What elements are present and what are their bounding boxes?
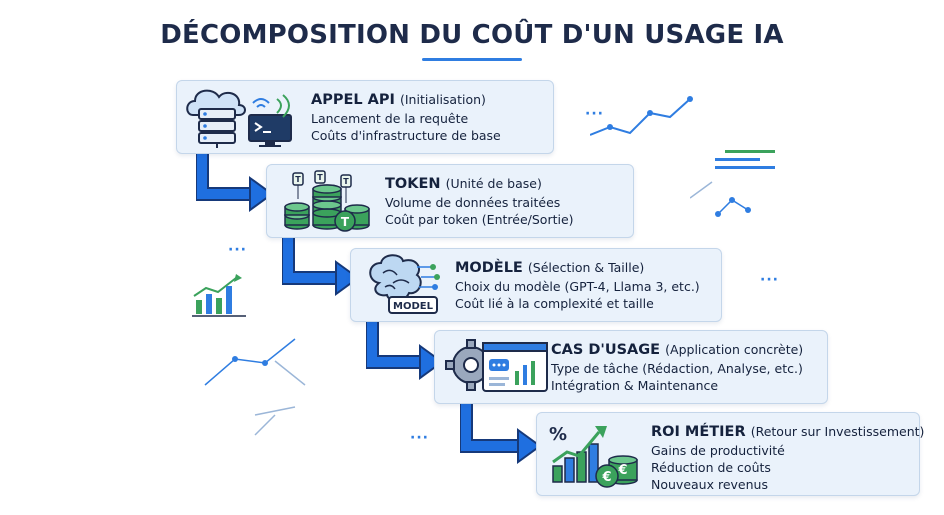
svg-text:€: €: [617, 463, 627, 478]
brain-model-icon: MODEL: [369, 254, 440, 314]
bars-decoration: [715, 150, 775, 169]
svg-text:T: T: [341, 215, 350, 229]
page-title: DÉCOMPOSITION DU COÛT D'UN USAGE IA: [160, 20, 784, 50]
percent-label: %: [549, 424, 567, 445]
gear-dashboard-icon: [445, 339, 548, 392]
flow-arrow-4: [460, 400, 542, 464]
step-title: TOKEN (Unité de base): [385, 176, 542, 192]
step-token: T T T T TOKEN (Unité de base) Volume de do…: [266, 164, 634, 238]
step-model: MODEL MODÈLE (Sélection & Taille) Choix …: [350, 248, 722, 322]
step-api-call: APPEL API (Initialisation) Lancement de …: [176, 80, 554, 154]
step-detail: Coût par token (Entrée/Sortie): [385, 212, 574, 227]
roi-growth-chart-icon: % € €: [549, 424, 638, 488]
step-detail: Intégration & Maintenance: [551, 378, 719, 393]
step-detail: Volume de données traitées: [385, 195, 561, 210]
dots-decoration-4: ···: [410, 430, 429, 446]
step-detail: Réduction de coûts: [651, 460, 771, 475]
svg-text:T: T: [295, 175, 301, 184]
title-underline: [422, 58, 522, 61]
step-title: MODÈLE (Sélection & Taille): [455, 260, 645, 276]
network-decoration-left: [204, 338, 306, 436]
step-detail: Coût lié à la complexité et taille: [455, 296, 654, 311]
dots-decoration: ···: [585, 106, 604, 122]
step-roi: % € € ROI MÉTIER (Retour sur Investissem…: [536, 412, 925, 496]
svg-text:€: €: [601, 470, 611, 485]
dots-decoration-3: ···: [760, 272, 779, 288]
flow-arrow-1: [196, 148, 274, 212]
step-use-case: CAS D'USAGE (Application concrète) Type …: [434, 330, 828, 404]
line-chart-decoration-right: [590, 96, 693, 136]
svg-text:T: T: [343, 177, 349, 186]
step-detail: Type de tâche (Rédaction, Analyse, etc.): [551, 361, 803, 376]
step-title: ROI MÉTIER (Retour sur Investissement): [651, 424, 925, 440]
svg-text:T: T: [317, 173, 323, 182]
step-title: CAS D'USAGE (Application concrète): [551, 342, 804, 358]
flow-arrow-3: [366, 316, 444, 380]
step-title: APPEL API (Initialisation): [311, 92, 486, 108]
step-detail: Gains de productivité: [651, 443, 785, 458]
flow-arrow-2: [282, 232, 360, 296]
model-label: MODEL: [393, 301, 434, 312]
dots-decoration-2: ···: [228, 242, 247, 258]
cloud-server-terminal-icon: [186, 89, 292, 148]
step-detail: Choix du modèle (GPT-4, Llama 3, etc.): [455, 279, 700, 294]
network-decoration-right: [690, 181, 751, 217]
growth-chart-decoration-left: [192, 274, 246, 317]
step-detail: Nouveaux revenus: [651, 477, 768, 492]
step-detail: Coûts d'infrastructure de base: [311, 128, 501, 143]
token-coins-icon: T T T T: [284, 170, 370, 232]
step-detail: Lancement de la requête: [311, 111, 469, 126]
